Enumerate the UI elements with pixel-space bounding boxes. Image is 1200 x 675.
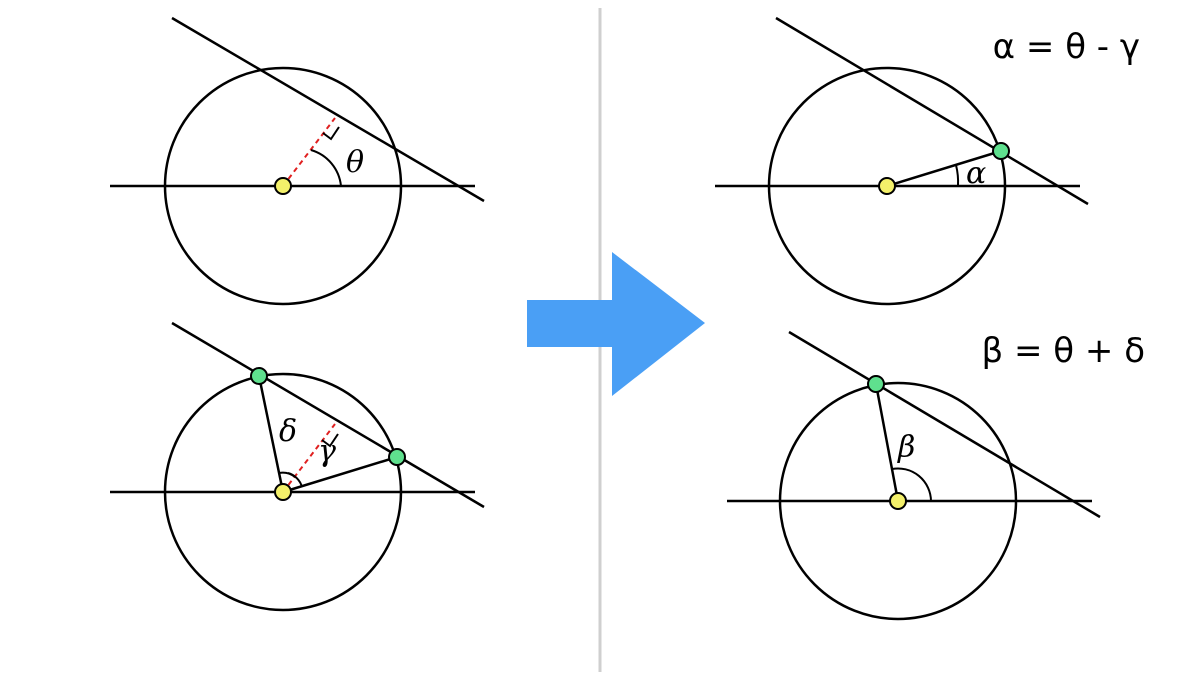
gamma-arc (287, 472, 303, 488)
panel-bottom-right: β β = θ + δ (727, 330, 1145, 621)
alpha-arc (955, 164, 960, 187)
right-arrow-icon (527, 252, 705, 396)
chord-point-lower (388, 448, 406, 466)
right-angle-mark (322, 126, 340, 141)
center-point (878, 177, 896, 195)
beta-formula: β = θ + δ (981, 331, 1145, 371)
perpendicular-line (282, 117, 336, 187)
panel-bottom-left: δ γ (110, 321, 485, 612)
secant-line (788, 330, 1101, 519)
chord-point-upper (250, 367, 268, 385)
delta-label: δ (279, 414, 297, 449)
radius-to-point (874, 383, 900, 502)
theta-label: θ (346, 145, 364, 180)
secant-line (171, 16, 485, 203)
panel-top-right: α α = θ - γ (715, 16, 1140, 306)
alpha-formula: α = θ - γ (993, 27, 1140, 67)
center-point (889, 492, 907, 510)
panel-top-left: θ (110, 16, 485, 306)
beta-arc (891, 467, 932, 502)
radius-to-point (886, 149, 1002, 188)
alpha-label: α (966, 156, 986, 191)
radius-to-lower-point (282, 455, 398, 494)
center-point (274, 483, 292, 501)
secant-line (775, 16, 1089, 206)
gamma-label: γ (318, 434, 336, 469)
theta-arc (310, 149, 342, 187)
center-point (274, 177, 292, 195)
chord-point (992, 142, 1010, 160)
secant-line (171, 321, 485, 509)
chord-point (867, 375, 885, 393)
beta-label: β (897, 430, 915, 465)
right-angle-mark (321, 433, 339, 448)
